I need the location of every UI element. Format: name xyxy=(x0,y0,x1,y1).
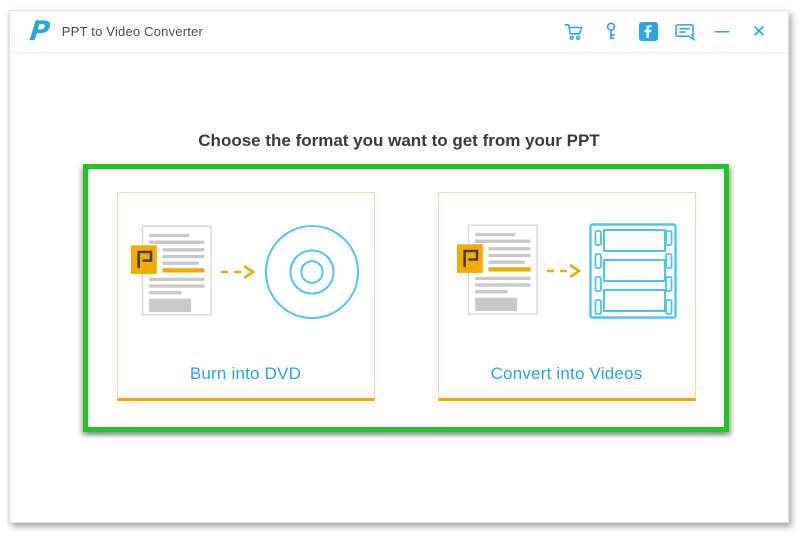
burn-dvd-illustration xyxy=(130,223,361,321)
cart-icon[interactable] xyxy=(563,21,585,43)
titlebar: P PPT to Video Converter xyxy=(10,11,788,53)
film-strip-icon xyxy=(588,223,677,319)
titlebar-actions: — ✕ xyxy=(563,21,770,43)
page-title: Choose the format you want to get from y… xyxy=(198,131,600,150)
ppt-document-icon xyxy=(130,225,212,316)
key-icon[interactable] xyxy=(600,21,622,43)
feedback-icon[interactable] xyxy=(674,21,696,43)
close-button[interactable]: ✕ xyxy=(751,22,767,41)
app-title: PPT to Video Converter xyxy=(61,24,204,39)
option-card-burn-dvd[interactable]: Burn into DVD xyxy=(116,192,375,401)
arrow-right-icon xyxy=(220,264,255,280)
ppt-document-icon xyxy=(456,224,538,315)
app-logo-icon: P xyxy=(28,16,52,47)
minimize-button[interactable]: — xyxy=(714,23,730,40)
highlight-annotation-box: Burn into DVD xyxy=(83,164,729,432)
convert-videos-illustration xyxy=(456,223,677,319)
facebook-icon[interactable] xyxy=(637,21,659,43)
app-window: P PPT to Video Converter xyxy=(9,10,789,523)
convert-videos-label: Convert into Videos xyxy=(490,364,643,383)
dvd-disc-icon xyxy=(264,224,359,320)
option-card-convert-videos[interactable]: Convert into Videos xyxy=(437,192,696,401)
arrow-right-icon xyxy=(546,263,581,279)
burn-dvd-label: Burn into DVD xyxy=(189,364,302,383)
